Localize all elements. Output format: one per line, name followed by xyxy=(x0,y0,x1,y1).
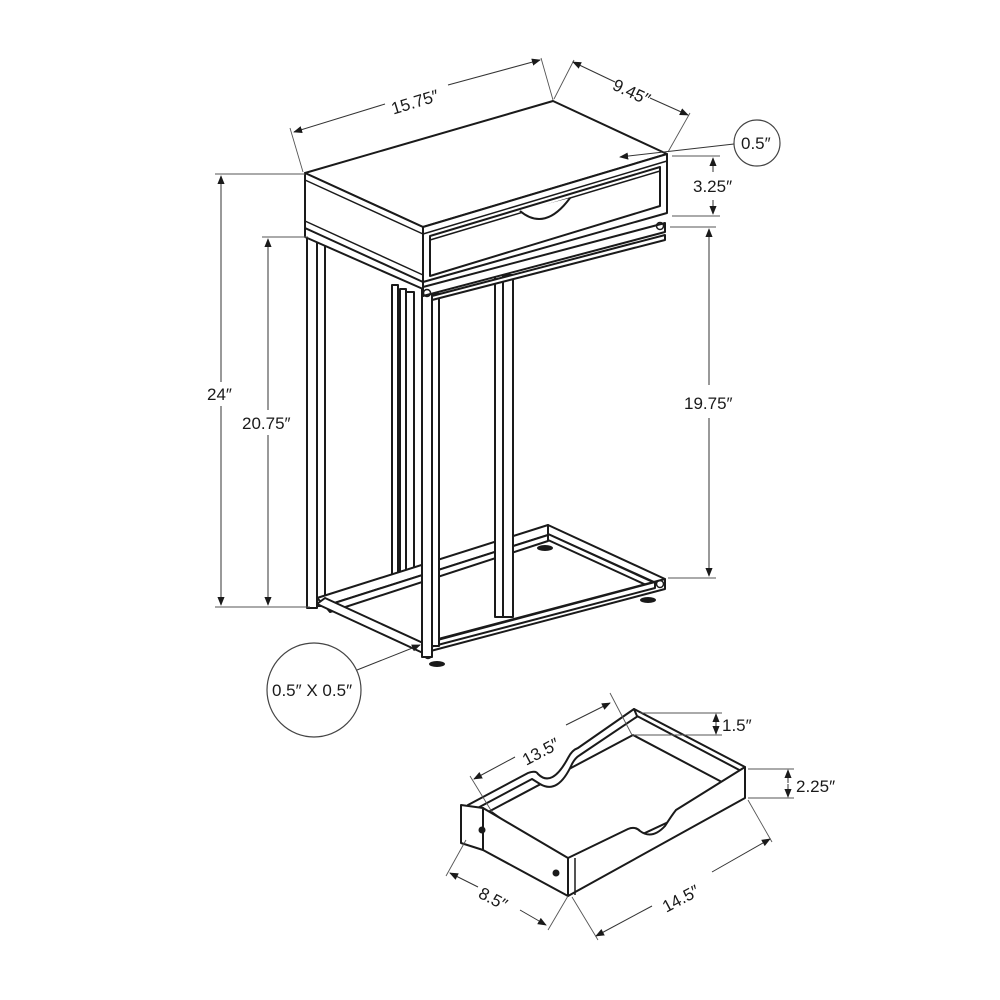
foot-icon xyxy=(537,545,553,551)
drawer-front-side[interactable] xyxy=(567,766,746,897)
dim-width-label: 15.75″ xyxy=(389,86,441,118)
table-drawing xyxy=(304,100,668,667)
drawer-end-cap xyxy=(460,804,484,851)
foot-icon xyxy=(640,597,656,603)
dim-drawer-box-height-label: 3.25″ xyxy=(693,177,732,196)
table-frame-front xyxy=(304,221,666,658)
drawer-dim-front-height-label: 2.25″ xyxy=(796,777,835,796)
callout-tube-profile xyxy=(266,642,362,738)
drawer-dim-side-height-label: 1.5″ xyxy=(722,716,752,735)
bolt-icon xyxy=(655,579,665,589)
dim-depth-label: 9.45″ xyxy=(610,75,653,109)
drawer-front[interactable] xyxy=(429,166,661,277)
dim-under-top-height-label: 20.75″ xyxy=(242,414,291,433)
dim-top-thickness-label: 0.5″ xyxy=(741,134,771,153)
table-top xyxy=(304,100,668,283)
drawer-drawing xyxy=(460,708,746,897)
callout-top-thickness xyxy=(733,119,781,167)
drawer-dim-inner-length-label: 13.5″ xyxy=(519,734,562,769)
dim-leg-clearance-label: 19.75″ xyxy=(684,394,733,413)
table-dimensions: 15.75″ 9.45″ 0.5″ 3.25″ 24″ 20.75″ xyxy=(207,57,781,738)
drawer-handle-cutout[interactable] xyxy=(519,197,571,220)
bolt-icon xyxy=(422,288,432,298)
screw-hole-icon xyxy=(478,826,486,834)
dim-tube-profile-label: 0.5″ X 0.5″ xyxy=(272,681,352,700)
drawer-dim-outer-length-label: 14.5″ xyxy=(659,881,702,916)
drawer-dim-width-label: 8.5″ xyxy=(475,884,510,915)
bolt-icon xyxy=(655,221,665,231)
foot-icon xyxy=(429,661,445,667)
drawer-back-side xyxy=(467,708,639,812)
screw-hole-icon xyxy=(552,869,560,877)
dim-overall-height-label: 24″ xyxy=(207,385,232,404)
